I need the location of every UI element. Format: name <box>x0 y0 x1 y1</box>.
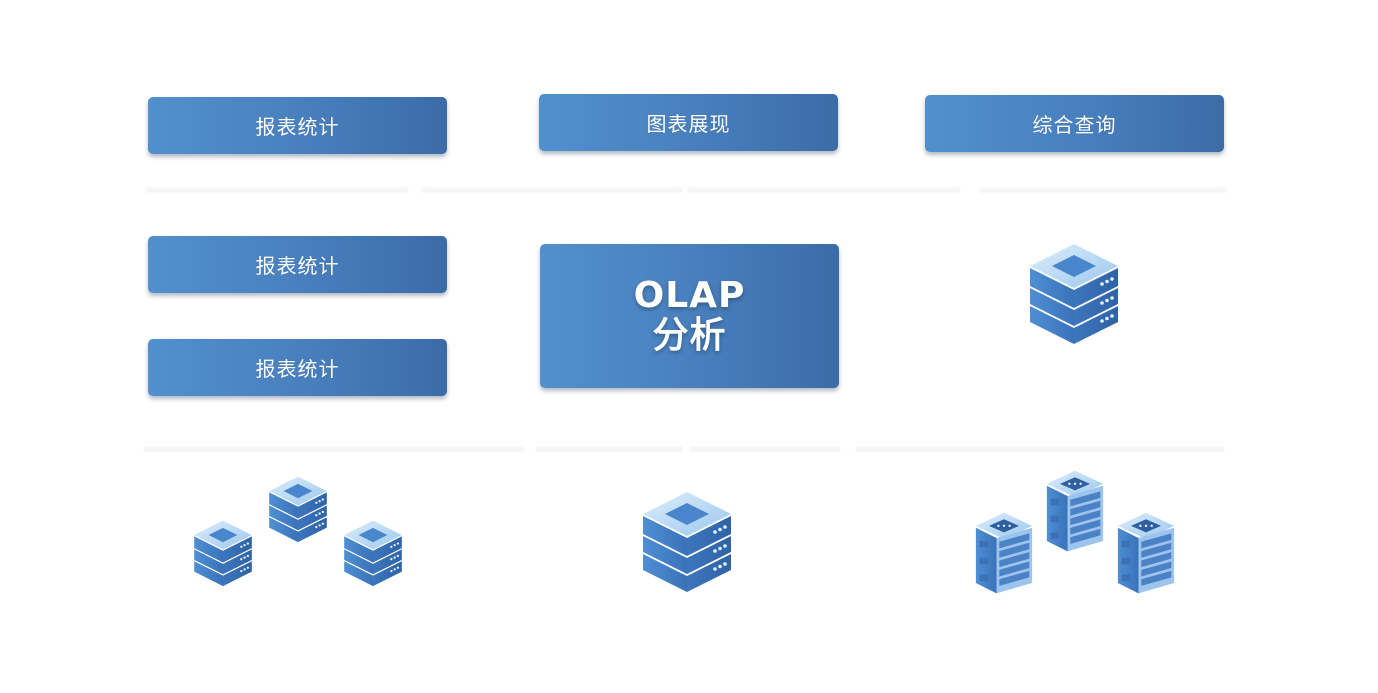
report-statistics-box-middle-1[interactable]: 报表统计 <box>148 236 447 293</box>
box-label: 报表统计 <box>255 254 340 278</box>
box-label: 综合查询 <box>1032 113 1117 137</box>
database-server-icon <box>1030 244 1118 344</box>
divider-upper-4 <box>980 187 1226 190</box>
divider-lower-1 <box>144 446 524 449</box>
box-label: 图表展现 <box>646 112 731 136</box>
divider-upper-2 <box>422 187 682 190</box>
server-rack-icon <box>1117 512 1175 594</box>
olap-subtitle: 分析 <box>652 315 727 356</box>
olap-title: OLAP <box>633 275 746 316</box>
server-rack-icon <box>1046 470 1104 552</box>
database-server-icon <box>269 476 327 543</box>
box-label: 报表统计 <box>255 357 340 381</box>
divider-lower-2 <box>536 446 682 449</box>
report-statistics-box-middle-2[interactable]: 报表统计 <box>148 339 447 396</box>
report-statistics-box-top[interactable]: 报表统计 <box>148 97 447 154</box>
database-server-icon <box>643 492 731 592</box>
database-server-icon <box>194 520 252 587</box>
chart-display-box[interactable]: 图表展现 <box>539 94 838 151</box>
server-rack-icon <box>975 512 1033 594</box>
comprehensive-query-box[interactable]: 综合查询 <box>925 95 1224 152</box>
divider-lower-4 <box>856 446 1224 449</box>
divider-upper-3 <box>688 187 960 190</box>
olap-analysis-box[interactable]: OLAP 分析 <box>540 244 839 388</box>
box-label: 报表统计 <box>255 115 340 139</box>
database-server-icon <box>344 520 402 587</box>
divider-lower-3 <box>690 446 840 449</box>
divider-upper-1 <box>146 187 408 190</box>
